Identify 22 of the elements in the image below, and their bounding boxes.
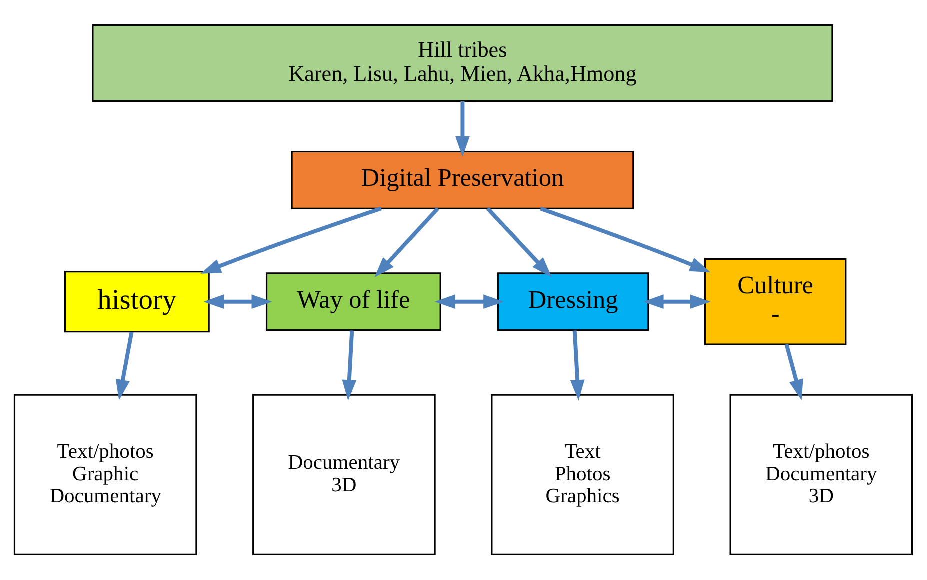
node-box: Digital Preservation [291, 150, 634, 210]
arrow [434, 294, 504, 310]
node-box: Culture - [704, 258, 847, 346]
arrow [784, 344, 804, 400]
node-box: Text/photos Documentary 3D [730, 394, 914, 556]
node-box: Documentary 3D [252, 394, 436, 556]
node-box: Text Photos Graphics [491, 394, 674, 556]
node-box: Hill tribes Karen, Lisu, Lahu, Mien, Akha,Hmong [92, 24, 834, 102]
arrow [570, 330, 585, 401]
arrow [342, 330, 357, 401]
node-box: Way of life [266, 272, 442, 332]
arrow [200, 206, 382, 274]
arrow [116, 332, 134, 400]
arrow [643, 294, 711, 310]
arrow [540, 206, 711, 272]
node-box: history [64, 271, 210, 333]
arrow [374, 207, 440, 278]
arrow [204, 294, 272, 310]
node-box: Text/photos Graphic Documentary [14, 394, 198, 556]
arrow [456, 101, 470, 158]
arrow [486, 207, 552, 278]
node-box: Dressing [497, 272, 650, 332]
